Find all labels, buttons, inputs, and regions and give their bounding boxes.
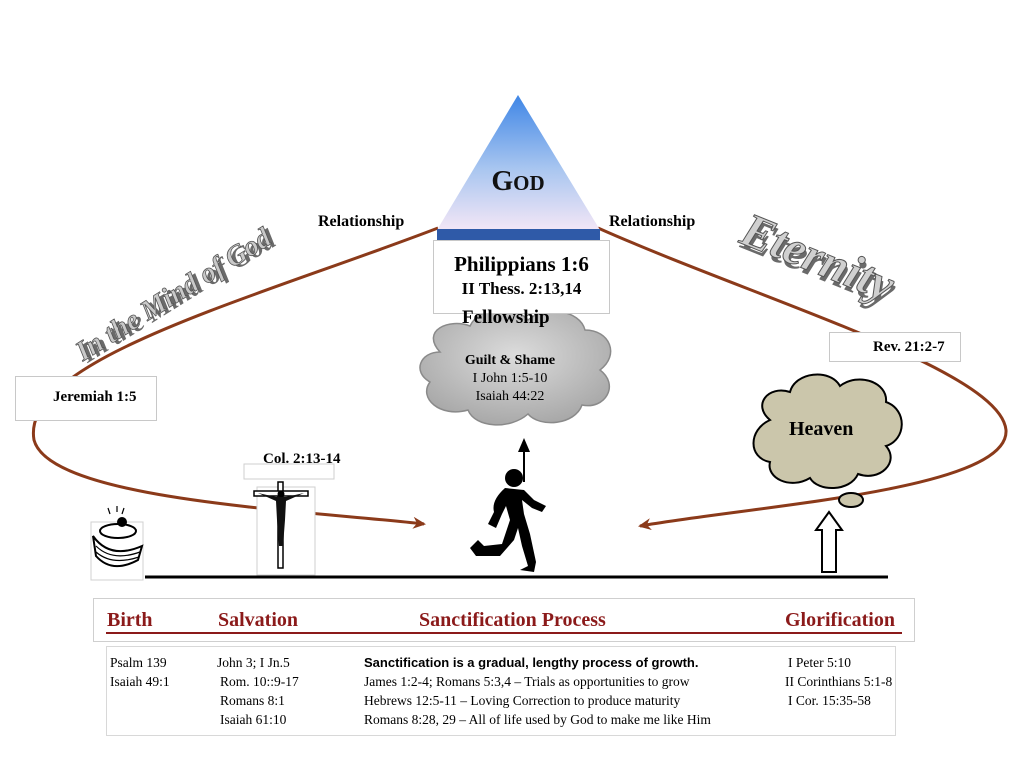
stage-headers-bar: Birth Salvation Sanctification Process G…	[93, 598, 915, 642]
rev-ref-box: Rev. 21:2-7	[829, 332, 961, 362]
glorification-ref-3: I Cor. 15:35-58	[788, 693, 871, 708]
col-ref: Col. 2:13-14	[263, 451, 341, 467]
sanctification-ref-2: Hebrews 12:5-11 – Loving Correction to p…	[364, 693, 681, 708]
stage-glorification: Glorification	[785, 609, 895, 631]
stage-underline	[106, 632, 902, 634]
crucifix-icon	[243, 463, 335, 576]
stage-birth: Birth	[107, 609, 153, 631]
sanctification-ref-1: James 1:2-4; Romans 5:3,4 – Trials as op…	[364, 674, 690, 689]
jeremiah-ref-box: Jeremiah 1:5	[15, 376, 157, 421]
stage-sanctification: Sanctification Process	[419, 609, 606, 631]
heaven-cloud	[752, 373, 903, 508]
jeremiah-ref: Jeremiah 1:5	[53, 389, 137, 405]
philippians-line: Philippians 1:6	[454, 252, 589, 276]
scripture-references: Psalm 139 Isaiah 49:1 John 3; I Jn.5 Rom…	[106, 646, 896, 736]
baby-cradle-icon	[90, 506, 144, 581]
up-arrow-icon	[814, 510, 844, 573]
birth-ref-1: Psalm 139	[110, 655, 167, 670]
fellowship-label: Fellowship	[462, 307, 550, 328]
stage-salvation: Salvation	[218, 609, 299, 631]
guilt-ref-2: Isaiah 44:22	[475, 389, 545, 404]
birth-ref-2: Isaiah 49:1	[110, 674, 170, 689]
relationship-left-label: Relationship	[318, 213, 405, 230]
thessalonians-line: II Thess. 2:13,14	[461, 279, 582, 298]
relationship-right-label: Relationship	[609, 213, 696, 230]
god-label-cap: G	[491, 166, 514, 197]
heaven-label: Heaven	[789, 418, 854, 440]
god-triangle	[437, 95, 600, 230]
salvation-ref-1: John 3; I Jn.5	[217, 655, 290, 670]
god-triangle-base	[437, 229, 600, 240]
guilt-cloud-text: Guilt & Shame I John 1:5-10 Isaiah 44:22	[440, 352, 580, 406]
glorification-ref-2: II Corinthians 5:1-8	[785, 674, 893, 689]
glorification-ref-1: I Peter 5:10	[788, 655, 851, 670]
sanctification-heading: Sanctification is a gradual, lengthy pro…	[364, 655, 699, 670]
rev-ref: Rev. 21:2-7	[873, 339, 945, 355]
sanctification-ref-3: Romans 8:28, 29 – All of life used by Go…	[364, 712, 711, 727]
arc-label-eternity: Eternity Eternity	[732, 202, 904, 317]
salvation-ref-2: Rom. 10::9-17	[220, 674, 299, 689]
svg-text:In the Mind of God: In the Mind of God	[69, 222, 277, 368]
guilt-ref-1: I John 1:5-10	[472, 371, 548, 386]
god-label: GOD	[478, 166, 558, 198]
right-arc	[597, 226, 1008, 531]
salvation-ref-4: Isaiah 61:10	[220, 712, 287, 727]
salvation-ref-3: Romans 8:1	[220, 693, 285, 708]
runner-icon	[470, 469, 546, 572]
philippians-ref-box: Philippians 1:6 II Thess. 2:13,14	[433, 240, 610, 314]
runner-arrow-head	[518, 438, 530, 452]
guilt-title: Guilt & Shame	[464, 353, 556, 368]
god-label-rest: OD	[513, 171, 545, 195]
svg-text:Eternity: Eternity	[733, 203, 903, 313]
